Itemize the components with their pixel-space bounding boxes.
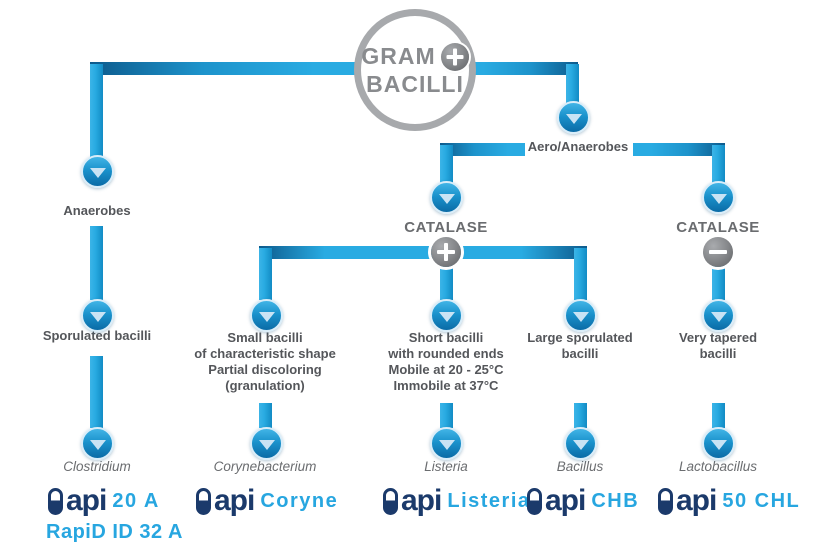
arrow-down-icon (702, 299, 735, 332)
arrow-down-icon (81, 299, 114, 332)
api-product-name: Coryne (260, 490, 339, 512)
label-line: bacilli (561, 346, 599, 361)
label-aero-anaerobes: Aero/Anaerobes (527, 139, 629, 154)
genus-listeria: Listeria (424, 459, 468, 474)
genus-lactobacillus: Lactobacillus (678, 459, 758, 474)
api-logo-chb: api CHB (527, 486, 639, 516)
api-product-name: Listeria (447, 490, 531, 512)
arrow-down-icon (250, 427, 283, 460)
label-catalase-negative: CATALASE (676, 219, 760, 236)
arrow-down-icon (564, 299, 597, 332)
label-sporulated-bacilli: Sporulated bacilli (42, 328, 152, 343)
label-line: bacilli (699, 346, 737, 361)
label-anaerobes: Anaerobes (63, 203, 131, 218)
pipe-lactobacillus-v (712, 258, 725, 300)
arrow-down-icon (702, 427, 735, 460)
label-catalase-positive: CATALASE (404, 219, 488, 236)
api-product-name: 50 CHL (722, 490, 801, 512)
label-line: Large sporulated (527, 330, 633, 345)
capsule-icon (196, 487, 211, 515)
label-line: with rounded ends (388, 346, 504, 361)
arrow-down-icon (81, 427, 114, 460)
pipe-anaerobes-v (90, 64, 103, 158)
capsule-icon (527, 487, 542, 515)
api-logo-50chl: api 50 CHL (658, 486, 800, 516)
arrow-down-icon (702, 181, 735, 214)
label-line: of characteristic shape (194, 346, 336, 361)
genus-corynebacterium: Corynebacterium (213, 459, 317, 474)
label-line: Immobile at 37°C (393, 378, 499, 393)
gram-title-row: GRAM (361, 42, 469, 71)
root-node-gram-bacilli: GRAM BACILLI (354, 9, 476, 131)
catalase-positive-icon (431, 237, 461, 267)
label-very-tapered: Very tapered bacilli (628, 330, 808, 362)
api-brand: api (214, 484, 255, 517)
genus-clostridium: Clostridium (63, 459, 131, 474)
arrow-down-icon (81, 155, 114, 188)
api-product-name: CHB (591, 490, 640, 512)
label-short-bacilli: Short bacilli with rounded ends Mobile a… (356, 330, 536, 394)
pipe-corynebacterium-v (259, 248, 272, 300)
label-line: Short bacilli (408, 330, 484, 345)
pipe-stub-corynebacterium (259, 403, 272, 428)
arrow-down-icon (430, 181, 463, 214)
pipe-bacillus-v (574, 248, 587, 300)
arrow-down-icon (564, 427, 597, 460)
api-brand: api (401, 484, 442, 517)
arrow-down-icon (430, 427, 463, 460)
pipe-catalase-pos-branch-h (259, 246, 587, 259)
capsule-icon (658, 487, 673, 515)
label-small-bacilli: Small bacilli of characteristic shape Pa… (175, 330, 355, 394)
pipe-stub-listeria (440, 403, 453, 428)
api-logo-coryne: api Coryne (196, 486, 338, 516)
api-logo-listeria: api Listeria (383, 486, 531, 516)
api-brand: api (676, 484, 717, 517)
label-line: (granulation) (225, 378, 305, 393)
label-line: Very tapered (678, 330, 758, 345)
label-line: Partial discoloring (208, 362, 322, 377)
api-brand: api (66, 484, 107, 517)
bacilli-title: BACILLI (366, 70, 464, 97)
pipe-anaerobes-to-sporulated-v (90, 226, 103, 300)
capsule-icon (383, 487, 398, 515)
pipe-root-to-aero-h (460, 62, 578, 75)
arrow-down-icon (557, 101, 590, 134)
catalase-negative-icon (703, 237, 733, 267)
pipe-catalase-pos-v (440, 145, 453, 183)
api-brand: api (545, 484, 586, 517)
label-line: Small bacilli (227, 330, 303, 345)
gram-title: GRAM (361, 43, 436, 69)
label-line: Mobile at 20 - 25°C (388, 362, 504, 377)
pipe-sporulated-to-clostridium-v (90, 356, 103, 428)
pipe-catalase-neg-v (712, 145, 725, 183)
arrow-down-icon (250, 299, 283, 332)
arrow-down-icon (430, 299, 463, 332)
capsule-icon (48, 487, 63, 515)
pipe-aero-v (566, 64, 579, 104)
pipe-stub-bacillus (574, 403, 587, 428)
pipe-aero-to-catalase-pos-h (440, 143, 525, 156)
pipe-aero-to-catalase-neg-h (633, 143, 725, 156)
api-product-name: 20 A (112, 490, 160, 512)
pipe-stub-lactobacillus (712, 403, 725, 428)
label-large-sporulated: Large sporulated bacilli (490, 330, 670, 362)
genus-bacillus: Bacillus (556, 459, 604, 474)
pipe-root-to-anaerobes-h (90, 62, 370, 75)
api-logo-20a: api 20 A (48, 486, 160, 516)
gram-positive-icon (440, 42, 469, 71)
api-product-rapid-id-32a: RapiD ID 32 A (46, 521, 183, 543)
